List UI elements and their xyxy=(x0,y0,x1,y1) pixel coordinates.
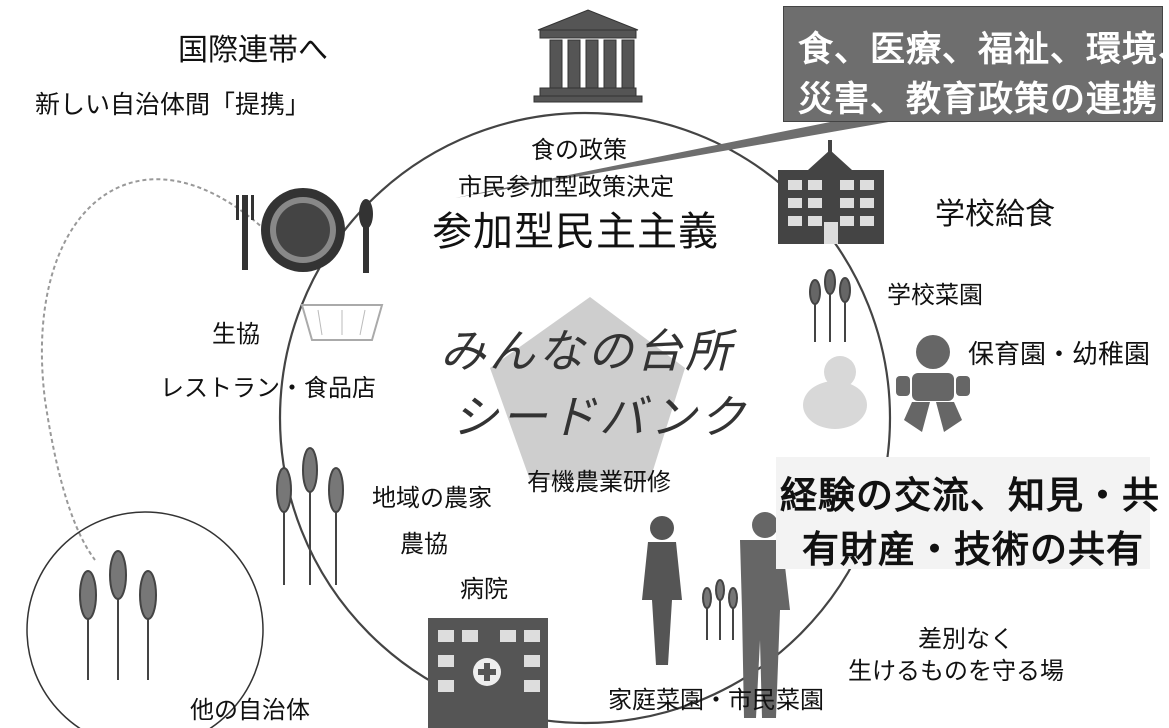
share-line-1: 経験の交流、知見・共 xyxy=(780,473,1160,517)
central-pentagon xyxy=(490,297,685,480)
callout-line-2: 災害、教育政策の連携 xyxy=(798,79,1159,120)
international-solidarity-text: 国際連帯へ xyxy=(178,33,328,68)
school-garden-label: 学校菜園 xyxy=(887,281,983,309)
wheat-icon-farmers xyxy=(276,447,344,585)
organic-training-label: 有機農業研修 xyxy=(527,468,671,496)
municipal-partnership-text: 新しい自治体間「提携」 xyxy=(35,90,311,119)
seedbank-label: シードバンク xyxy=(452,390,749,444)
callout-pointer xyxy=(455,120,900,198)
other-municipality-label: 他の自治体 xyxy=(190,696,310,724)
knowledge-sharing-box: 経験の交流、知見・共 有財産・技術の共有 xyxy=(776,457,1159,571)
plate-cutlery-icon xyxy=(236,188,373,273)
restaurant-label: レストラン・食品店 xyxy=(160,374,376,402)
coop-label: 生協 xyxy=(212,320,260,348)
other-municipality-circle xyxy=(26,511,264,728)
participatory-democracy-label: 参加型民主主義 xyxy=(432,209,719,255)
wheat-icon-home-garden xyxy=(702,579,738,640)
food-policy-label: 食の政策 xyxy=(531,136,627,164)
farmers-label: 地域の農家 xyxy=(372,484,492,512)
kitchen-label: みんなの台所 xyxy=(440,324,734,378)
hospital-label: 病院 xyxy=(460,575,508,603)
woman-silhouette-icon xyxy=(642,516,682,665)
wheat-icon-school-garden xyxy=(809,269,851,342)
nursery-label: 保育園・幼稚園 xyxy=(968,340,1151,370)
ja-label: 農協 xyxy=(400,530,448,558)
share-line-2: 有財産・技術の共有 xyxy=(802,527,1144,571)
citizen-policy-label: 市民参加型政策決定 xyxy=(458,173,674,201)
child-icon xyxy=(896,335,970,432)
hospital-building-icon xyxy=(428,618,548,728)
policy-coordination-callout: 食、医療、福祉、環境、 災害、教育政策の連携 xyxy=(783,6,1169,122)
man-silhouette-icon xyxy=(740,512,790,718)
government-building-icon xyxy=(533,9,643,103)
basket-icon xyxy=(300,304,384,341)
school-lunch-label: 学校給食 xyxy=(935,197,1055,232)
baby-icon xyxy=(803,356,867,429)
callout-line-1: 食、医療、福祉、環境、 xyxy=(798,29,1169,70)
wheat-icon-other-municipality xyxy=(79,550,157,680)
home-garden-label: 家庭菜園・市民菜園 xyxy=(608,686,824,714)
connection-arc xyxy=(40,178,291,561)
main-circle xyxy=(278,111,892,725)
school-building-icon xyxy=(778,140,884,244)
safe-place-line-1: 差別なく xyxy=(918,625,1014,653)
safe-place-line-2: 生けるものを守る場 xyxy=(848,657,1064,685)
